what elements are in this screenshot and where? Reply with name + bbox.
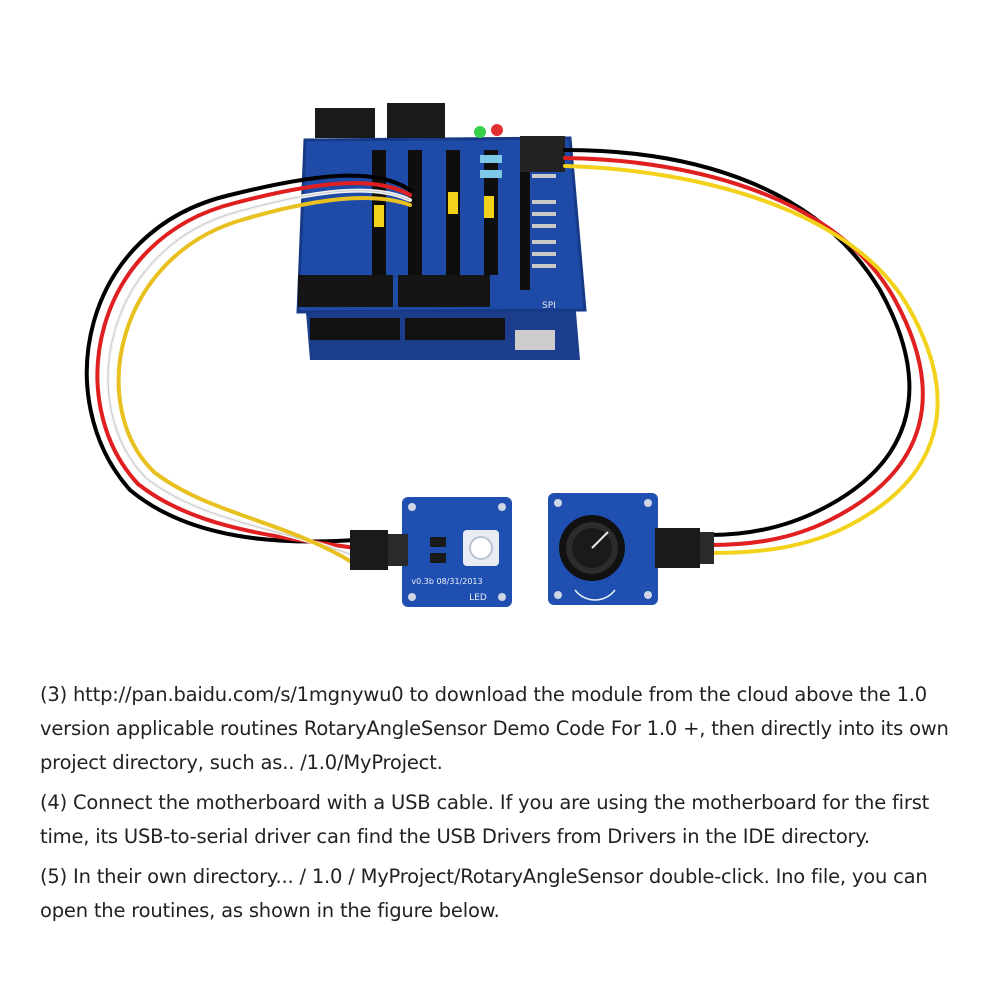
cable-rotary	[563, 148, 940, 555]
sensor-shield: SPI	[296, 103, 587, 314]
led-module-version: v0.3b 08/31/2013	[411, 577, 482, 586]
cable-led	[84, 173, 412, 566]
instruction-step-5: (5) In their own directory... / 1.0 / My…	[40, 865, 928, 922]
rotary-connector	[655, 528, 714, 568]
instruction-step-3: (3) http://pan.baidu.com/s/1mgnywu0 to d…	[40, 683, 949, 774]
instruction-step-4: (4) Connect the motherboard with a USB c…	[40, 791, 930, 848]
led-module: LED v0.3b 08/31/2013	[402, 497, 512, 607]
product-photo: SPI LED v0.3b 08/31/2013	[84, 103, 940, 607]
shield-label: SPI	[542, 301, 556, 311]
arduino-board	[305, 300, 580, 360]
rotary-sensor-module	[548, 493, 658, 605]
instructions: (3) http://pan.baidu.com/s/1mgnywu0 to d…	[40, 678, 975, 934]
led-module-label: LED	[469, 593, 487, 603]
led-connector	[350, 530, 408, 570]
